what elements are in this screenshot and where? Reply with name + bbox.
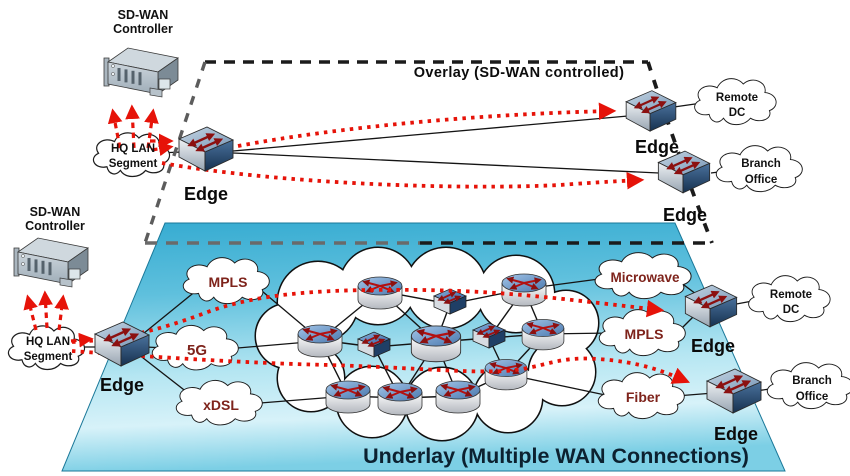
core-router-icon <box>298 325 342 357</box>
wire-hq-to-remote-edge <box>232 115 629 152</box>
wan-label-microwave: Microwave <box>610 270 680 285</box>
underlay-title: Underlay (Multiple WAN Connections) <box>363 444 749 468</box>
controller-top-label-line2: Controller <box>113 22 173 36</box>
controller-control-arrows <box>23 104 174 348</box>
remote-dc-overlay-label-line2: DC <box>729 107 746 119</box>
controller-left-label-line2: Controller <box>25 219 85 233</box>
edge-label-hq-underlay: Edge <box>100 375 144 395</box>
sdwan-controller-icon-top <box>102 46 180 99</box>
hq-lan-overlay-label-line2: Segment <box>109 158 158 170</box>
core-router-icon <box>485 359 527 389</box>
hq-lan-overlay-label-line1: HQ LAN <box>111 143 155 155</box>
remote-dc-underlay-label-line1: Remote <box>770 289 812 301</box>
wire-hq-to-branch-edge <box>232 152 660 174</box>
edge-label-hq-overlay: Edge <box>184 184 228 204</box>
edge-router-icon-remote-dc-overlay <box>626 91 676 131</box>
remote-dc-underlay-label-line2: DC <box>783 304 800 316</box>
core-router-icon <box>502 274 546 306</box>
wan-label-fiber: Fiber <box>626 389 661 405</box>
underlay-path-to-branch <box>71 349 691 384</box>
hq-lan-underlay-label-line1: HQ LAN <box>26 336 70 348</box>
core-router-icon <box>436 381 480 413</box>
core-router-icon <box>326 381 370 413</box>
branch-overlay-label-line2: Office <box>745 174 778 186</box>
wan-label-xdsl: xDSL <box>203 397 239 413</box>
branch-overlay-label-line1: Branch <box>741 158 781 170</box>
edge-label-remote-dc-underlay: Edge <box>691 336 735 356</box>
core-router-icon <box>378 383 422 415</box>
overlay-border-right <box>646 61 714 244</box>
wan-label-mpls-right: MPLS <box>625 326 664 342</box>
overlay-boundary <box>143 60 714 245</box>
sdwan-paths <box>71 102 691 384</box>
underlay-path-to-remote-dc <box>71 287 665 344</box>
sdwan-controller-icon-left <box>12 236 90 289</box>
edge-label-remote-dc-overlay: Edge <box>635 137 679 157</box>
edge-label-branch-overlay: Edge <box>663 205 707 225</box>
overlay-path-to-remote-dc <box>237 102 617 148</box>
edge-router-icon-hq-overlay <box>179 127 233 171</box>
core-router-icon <box>522 319 564 349</box>
edge-label-branch-underlay: Edge <box>714 424 758 444</box>
remote-dc-overlay-label-line1: Remote <box>716 92 758 104</box>
overlay-border-left <box>143 61 207 244</box>
core-router-icon <box>358 277 402 309</box>
wan-label-mpls-left: MPLS <box>209 274 248 290</box>
core-router-icon <box>411 326 460 362</box>
hq-lan-underlay-label-line2: Segment <box>24 351 73 363</box>
branch-underlay-label-line2: Office <box>796 391 829 403</box>
controller-left-label-line1: SD-WAN <box>30 205 81 219</box>
overlay-title: Overlay (SD-WAN controlled) <box>414 65 625 81</box>
wan-label-5g: 5G <box>187 342 207 359</box>
controller-top-label-line1: SD-WAN <box>118 8 169 22</box>
edge-router-icon-branch-overlay <box>658 151 709 193</box>
branch-underlay-label-line1: Branch <box>792 375 832 387</box>
overlay-path-to-branch <box>161 161 645 190</box>
